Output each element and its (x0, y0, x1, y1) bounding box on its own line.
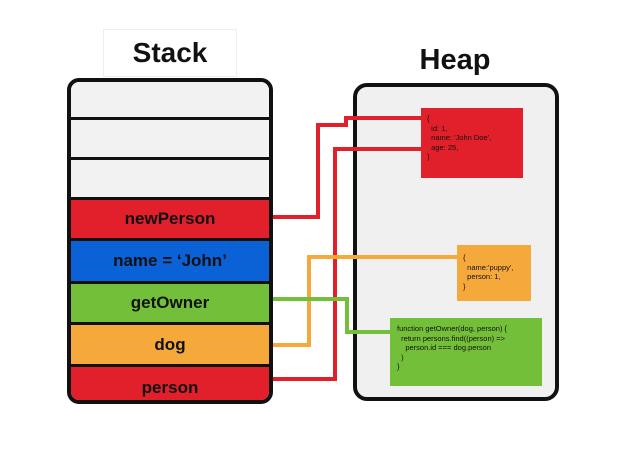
code-line: function getOwner(dog, person) { (397, 324, 508, 333)
stack-slot-person: person (71, 364, 269, 400)
code-line: person: 1, (463, 272, 501, 281)
stack-slot-label: person (141, 377, 199, 397)
stack-slot-label: name = ‘John’ (113, 251, 227, 270)
empty-stack-slot (71, 117, 269, 157)
code-line: } (397, 362, 400, 371)
stack-slot-label: getOwner (130, 293, 210, 312)
stack-slot-label: dog (154, 334, 186, 354)
code-line: ) (397, 352, 404, 362)
code-line: id: 1, (427, 123, 448, 133)
code-line: } (463, 281, 466, 291)
code-line: { (463, 253, 466, 262)
stack-slot-name: name = ‘John’ (71, 238, 269, 281)
code-line: name: 'John Doe', (427, 133, 492, 142)
stack-title: Stack (104, 30, 236, 76)
code-line: name:'puppy', (463, 262, 514, 272)
stack-slot-label: newPerson (124, 209, 216, 228)
empty-stack-slot (71, 157, 269, 197)
stack-slot-dog: dog (71, 322, 269, 364)
code-line: return persons.find((person) => (397, 333, 505, 343)
stack-container: newPerson name = ‘John’ getOwner dog per… (67, 78, 273, 404)
heap-person-object: { id: 1, name: 'John Doe', age: 25, } (421, 108, 523, 178)
heap-dog-object: { name:'puppy', person: 1, } (457, 245, 531, 301)
code-line: { (427, 114, 430, 123)
empty-stack-slot (71, 82, 269, 117)
heap-function-object: function getOwner(dog, person) { return … (390, 318, 542, 386)
code-line: person.id === dog.person (397, 343, 492, 352)
code-line: age: 25, (427, 142, 459, 152)
stack-slot-newperson: newPerson (71, 197, 269, 238)
code-line: } (427, 152, 430, 161)
heap-title: Heap (419, 44, 491, 76)
stack-slot-getowner: getOwner (71, 281, 269, 322)
